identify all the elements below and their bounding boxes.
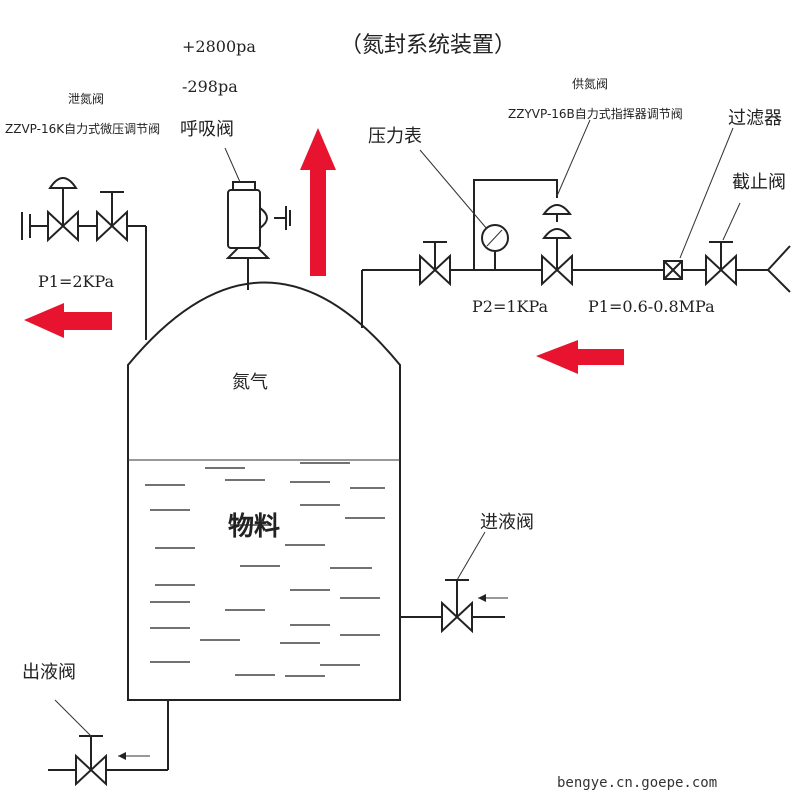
regulated-pressure-label: P2=1KPa (472, 297, 549, 316)
vent-pressure-label: P1=2KPa (38, 272, 115, 291)
supply-valve-name: 供氮阀 (572, 76, 608, 91)
diagram-title: （氮封系统装置） (340, 33, 516, 58)
supply-inlet-end (766, 245, 791, 293)
supply-hand-valve (419, 241, 451, 287)
inlet-valve-label: 进液阀 (480, 512, 534, 533)
supply-valve-model: ZZYVP-16B自力式指挥器调节阀 (508, 106, 683, 121)
vent-line (21, 212, 147, 340)
filter-leader (679, 127, 734, 259)
tank (127, 281, 401, 701)
outlet-line (48, 700, 169, 771)
breather-leader (224, 147, 241, 183)
vent-valve-model: ZZVP-16K自力式微压调节阀 (5, 122, 160, 136)
vent-valve-name: 泄氮阀 (68, 91, 104, 106)
stop-valve (705, 202, 741, 287)
supply-line (361, 179, 791, 328)
breather-negative-pressure: -298pa (182, 77, 238, 96)
breather-flow-arrow (300, 128, 336, 276)
breather-valve (224, 147, 291, 290)
filter-label: 过滤器 (728, 108, 782, 129)
breather-positive-pressure: +2800pa (182, 37, 256, 56)
outlet-valve-label: 出液阀 (22, 662, 76, 683)
stop-valve-label: 截止阀 (732, 172, 786, 193)
stop-valve-leader (722, 202, 741, 241)
supply-regulator-valve (541, 119, 591, 287)
nitrogen-label: 氮气 (232, 372, 268, 393)
pressure-gauge-leader (419, 149, 488, 230)
vent-hand-valve (96, 191, 128, 243)
outlet-valve (54, 699, 107, 787)
vent-valve (47, 177, 79, 243)
supply-pressure-label: P1=0.6-0.8MPa (588, 297, 715, 316)
breather-valve-label: 呼吸阀 (180, 119, 234, 140)
material-label: 物料 (228, 512, 280, 542)
inlet-line (400, 594, 508, 618)
pressure-gauge-label: 压力表 (368, 126, 422, 147)
inlet-valve (441, 531, 486, 634)
liquid-dashes (145, 462, 385, 677)
outlet-valve-leader (54, 699, 92, 737)
inlet-valve-leader (456, 531, 486, 581)
supply-flow-arrow (536, 340, 624, 374)
vent-flow-arrow (24, 303, 112, 338)
pressure-gauge (419, 149, 509, 270)
watermark-text: bengye.cn.goepe.com (557, 775, 717, 791)
filter (663, 127, 734, 280)
supply-regulator-leader (556, 119, 591, 197)
